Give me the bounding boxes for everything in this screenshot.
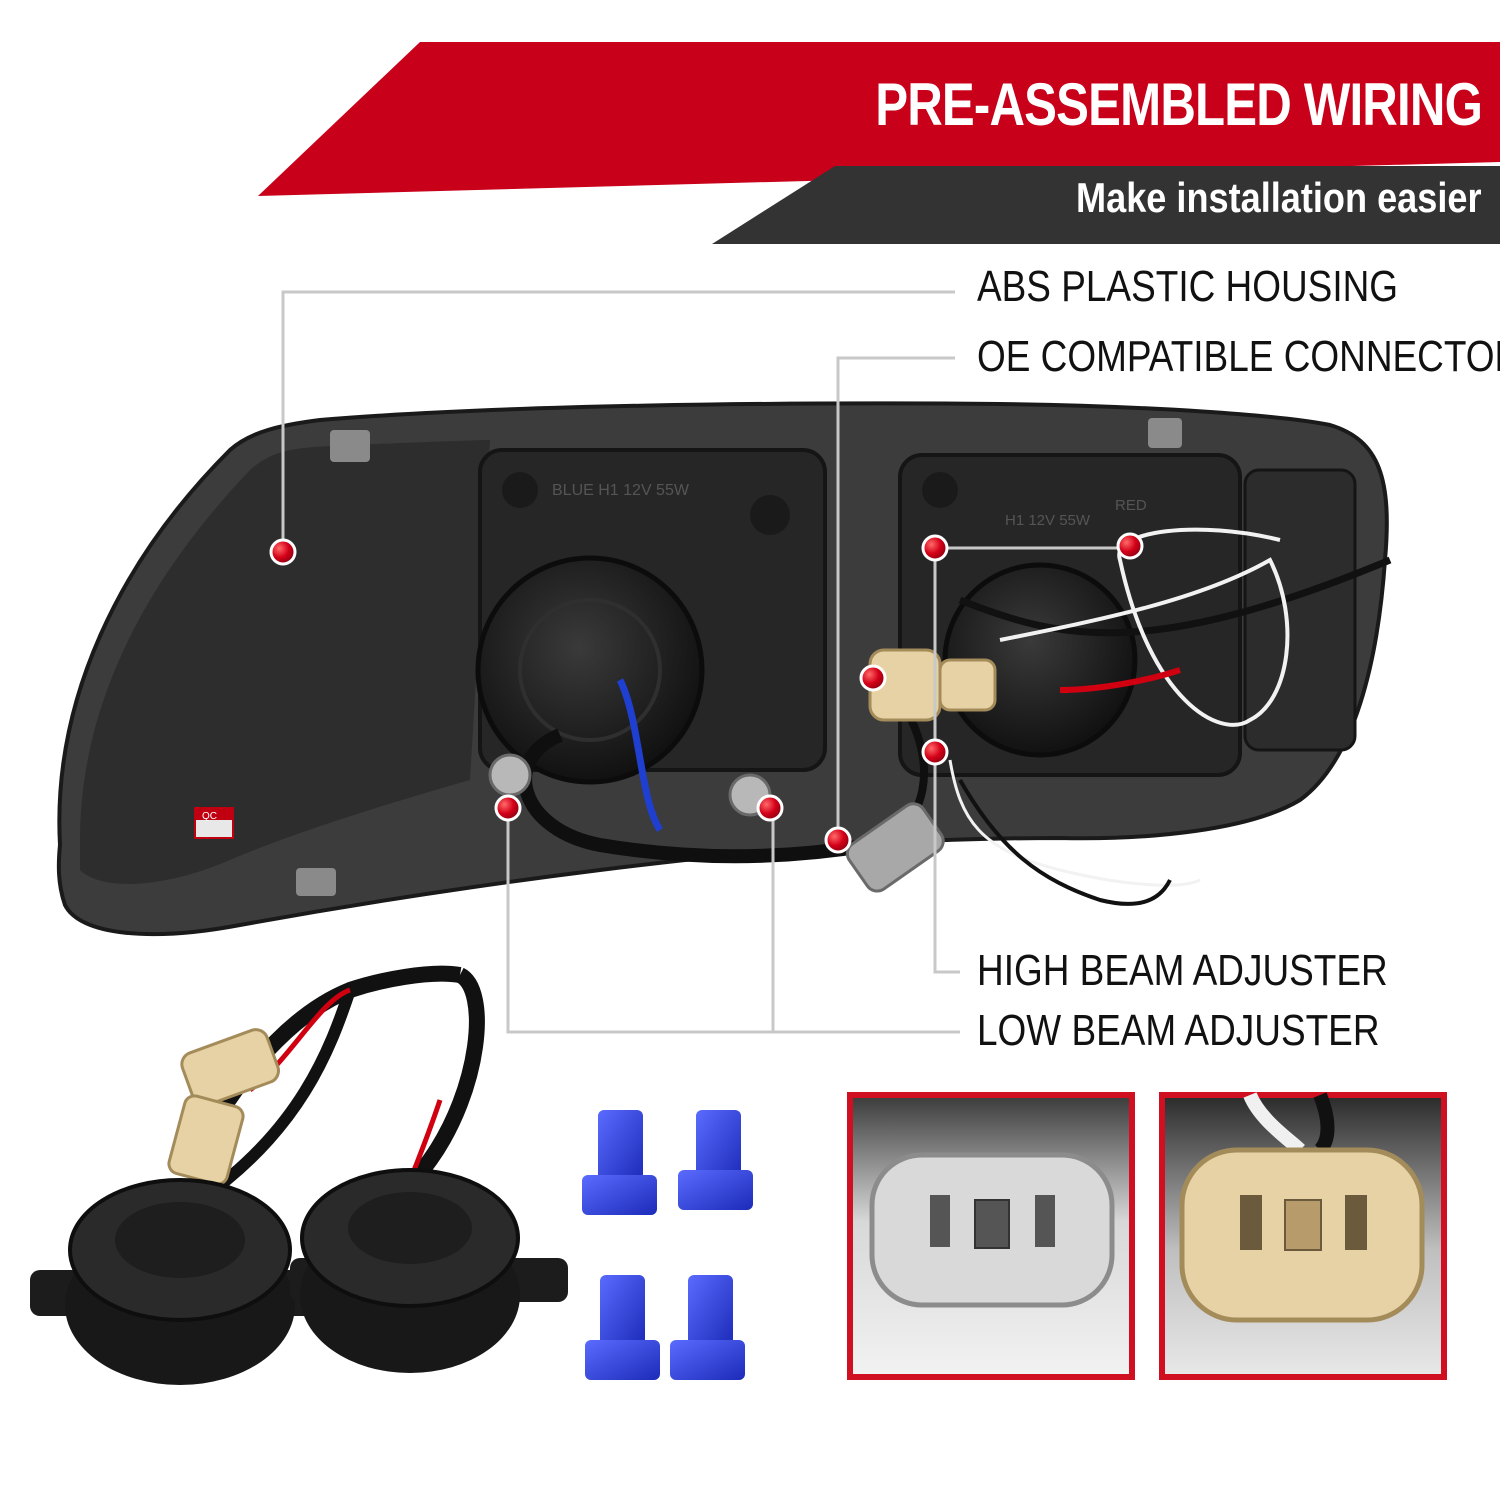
bulb-label-left: BLUE H1 12V 55W — [552, 482, 690, 499]
callout-high-beam-adjuster: HIGH BEAM ADJUSTER — [977, 946, 1388, 995]
splice-clips — [582, 1110, 753, 1380]
splice-clip — [678, 1110, 753, 1210]
bulb-label-right: H1 12V 55W — [1005, 512, 1091, 529]
qc-sticker-label: QC — [202, 811, 217, 822]
bulb-cap-right — [290, 1168, 568, 1373]
callout-housing: ABS PLASTIC HOUSING — [977, 262, 1399, 311]
color-label-right: RED — [1115, 497, 1147, 514]
callout-connectors: OE COMPATIBLE CONNECTORS — [977, 332, 1500, 381]
red-banner — [258, 42, 1500, 196]
inset-gray-connector — [847, 1092, 1135, 1380]
splice-clip — [670, 1275, 745, 1380]
leader-lines — [281, 290, 1130, 1034]
harness-connector — [180, 1028, 280, 1107]
housing-clip-bottom — [296, 868, 336, 896]
splice-clip — [582, 1110, 657, 1215]
splice-clip — [585, 1275, 660, 1380]
housing-clip-right — [1148, 418, 1182, 448]
dark-banner — [712, 166, 1500, 244]
bulb-cap-left — [30, 1178, 320, 1385]
housing-flange — [80, 440, 490, 884]
headline: PRE-ASSEMBLED WIRING — [875, 71, 1483, 138]
low-beam-bulb-cap — [475, 555, 705, 785]
inset-beige-connector — [1159, 1091, 1447, 1380]
callout-low-beam-adjuster: LOW BEAM ADJUSTER — [977, 1006, 1380, 1055]
blue-wire — [616, 678, 664, 832]
housing-clip-top — [330, 430, 370, 462]
low-beam-adjuster-gear — [488, 753, 532, 797]
gray-connector — [845, 802, 945, 893]
subline: Make installation easier — [1076, 174, 1482, 221]
callout-markers — [269, 532, 1144, 854]
